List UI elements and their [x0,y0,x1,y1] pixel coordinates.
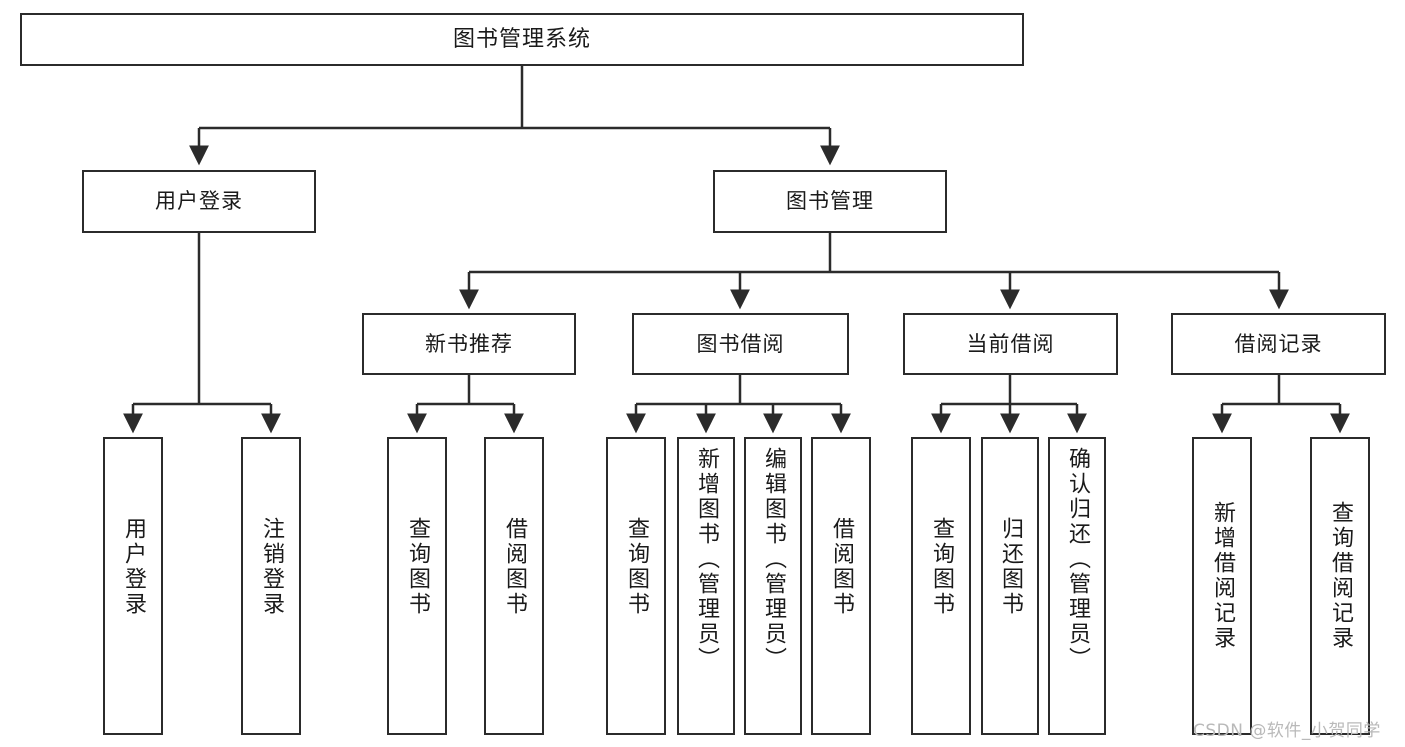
leaf-query-book-1-label: 查询图书 [405,517,430,617]
node-book-manage[interactable]: 图书管理 [713,170,947,233]
leaf-edit-book-label: 编辑图书（管理员） [761,447,786,672]
leaf-query-book-2[interactable]: 查询图书 [606,437,666,735]
node-borrow-record-label: 借阅记录 [1234,331,1323,356]
leaf-borrow-book-1[interactable]: 借阅图书 [484,437,544,735]
node-new-book-recommend-label: 新书推荐 [425,331,513,356]
node-root-label: 图书管理系统 [452,26,591,52]
leaf-user-login-label: 用户登录 [121,517,146,617]
node-book-borrow-label: 图书借阅 [696,331,785,356]
leaf-return-book[interactable]: 归还图书 [981,437,1039,735]
leaf-user-login[interactable]: 用户登录 [103,437,163,735]
leaf-confirm-return[interactable]: 确认归还（管理员） [1048,437,1106,735]
node-book-borrow[interactable]: 图书借阅 [632,313,849,375]
node-new-book-recommend[interactable]: 新书推荐 [362,313,576,375]
leaf-logout-label: 注销登录 [259,517,284,617]
leaf-borrow-book-1-label: 借阅图书 [502,517,527,617]
csdn-watermark: CSDN @软件_小贺同学 [1193,721,1381,741]
node-user-login[interactable]: 用户登录 [82,170,316,233]
leaf-query-record[interactable]: 查询借阅记录 [1310,437,1370,735]
leaf-logout[interactable]: 注销登录 [241,437,301,735]
node-root[interactable]: 图书管理系统 [20,13,1024,66]
leaf-confirm-return-label: 确认归还（管理员） [1065,447,1090,672]
leaf-add-book[interactable]: 新增图书（管理员） [677,437,735,735]
node-current-borrow-label: 当前借阅 [966,331,1055,356]
leaf-borrow-book-2[interactable]: 借阅图书 [811,437,871,735]
leaf-return-book-label: 归还图书 [998,517,1023,617]
leaf-query-book-3[interactable]: 查询图书 [911,437,971,735]
leaf-add-record-label: 新增借阅记录 [1210,501,1235,651]
node-current-borrow[interactable]: 当前借阅 [903,313,1118,375]
leaf-query-record-label: 查询借阅记录 [1328,501,1353,651]
leaf-query-book-2-label: 查询图书 [624,517,649,617]
leaf-borrow-book-2-label: 借阅图书 [829,517,854,617]
leaf-query-book-1[interactable]: 查询图书 [387,437,447,735]
node-user-login-label: 用户登录 [155,189,243,214]
leaf-edit-book[interactable]: 编辑图书（管理员） [744,437,802,735]
node-book-manage-label: 图书管理 [786,189,874,214]
leaf-query-book-3-label: 查询图书 [929,517,954,617]
node-borrow-record[interactable]: 借阅记录 [1171,313,1386,375]
leaf-add-book-label: 新增图书（管理员） [694,447,719,672]
leaf-add-record[interactable]: 新增借阅记录 [1192,437,1252,735]
